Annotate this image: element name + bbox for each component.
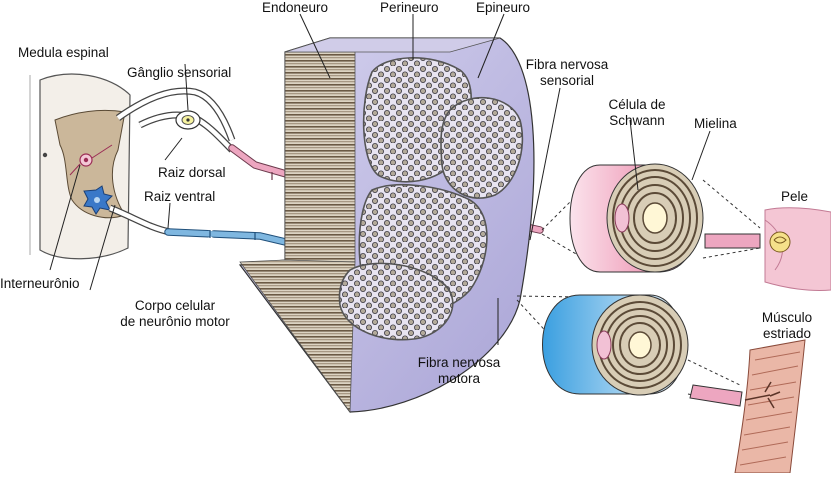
label-striated-muscle-line1: Músculo bbox=[761, 310, 813, 325]
sensory-ganglion bbox=[175, 110, 201, 130]
label-myelin: Mielina bbox=[694, 116, 737, 131]
label-dorsal-root: Raiz dorsal bbox=[158, 165, 226, 180]
motor-neuron-cell bbox=[83, 185, 113, 215]
leader-lines bbox=[49, 13, 711, 345]
label-epineurium: Epineuro bbox=[476, 0, 531, 15]
nerve-fascicles bbox=[338, 57, 524, 341]
label-schwann-cell-line1: Célula de bbox=[608, 97, 666, 112]
label-endoneurium: Endoneuro bbox=[262, 0, 329, 15]
label-schwann-cell-line2: Schwann bbox=[609, 113, 665, 128]
label-motor-fiber-line2: motora bbox=[437, 371, 481, 386]
label-motor-fiber-line1: Fibra nervosa bbox=[417, 355, 501, 370]
label-sensory-fiber: Fibra nervosa sensorial bbox=[512, 57, 622, 89]
skin-illustration bbox=[764, 207, 831, 291]
label-motor-cell-body: Corpo celular de neurônio motor bbox=[100, 298, 250, 330]
interneuron-cell bbox=[69, 144, 113, 176]
label-motor-cell-body-line1: Corpo celular bbox=[134, 298, 216, 313]
label-ventral-root: Raiz ventral bbox=[144, 189, 216, 204]
label-sensory-ganglion: Gânglio sensorial bbox=[127, 65, 232, 80]
dorsal-root bbox=[115, 87, 236, 153]
label-motor-cell-body-line2: de neurônio motor bbox=[120, 314, 230, 329]
sensory-myelin-detail bbox=[541, 163, 761, 273]
label-skin: Pele bbox=[781, 189, 809, 204]
label-perineurium: Perineuro bbox=[380, 0, 439, 15]
label-schwann-cell: Célula de Schwann bbox=[592, 97, 682, 129]
striated-muscle-illustration bbox=[734, 339, 806, 474]
label-motor-fiber: Fibra nervosa motora bbox=[404, 355, 514, 387]
label-striated-muscle: Músculo estriado bbox=[745, 310, 829, 342]
motor-myelin-detail bbox=[516, 294, 743, 407]
label-sensory-fiber-line1: Fibra nervosa bbox=[525, 57, 609, 72]
label-interneuron: Interneurônio bbox=[0, 276, 80, 291]
label-striated-muscle-line2: estriado bbox=[762, 326, 812, 341]
label-spinal-cord: Medula espinal bbox=[18, 45, 109, 60]
label-sensory-fiber-line2: sensorial bbox=[539, 73, 595, 88]
